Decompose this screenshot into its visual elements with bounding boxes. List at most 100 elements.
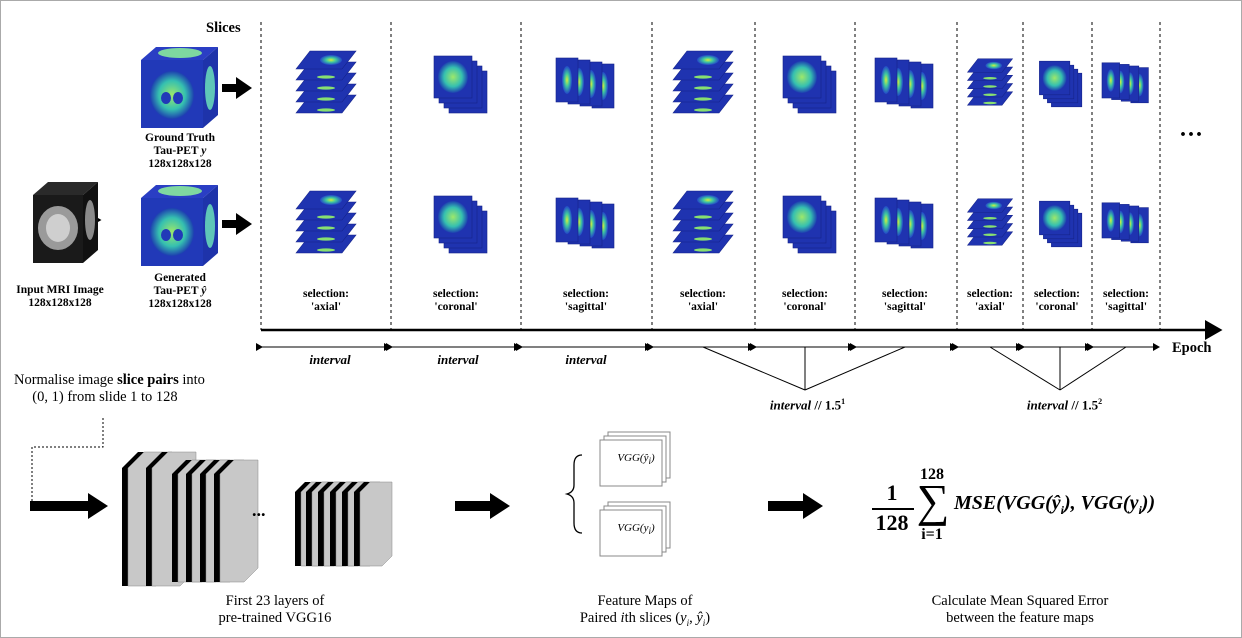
selection-mode: 'axial' xyxy=(974,301,1006,314)
vgg-caption-line1: First 23 layers of xyxy=(225,593,325,609)
loss-formula: 1 128 128 ∑ i=1 MSE(VGG(ŷi), VGG(yi)) xyxy=(870,466,1200,556)
input-label: Input MRI Image 128x128x128 xyxy=(0,284,120,310)
loss-sum-top: 128 xyxy=(920,466,944,483)
loss-body-3: )) xyxy=(1141,492,1156,514)
normalise-text: Normalise image slice pairs into (0, 1) … xyxy=(14,372,205,405)
sagittal-slice-stack xyxy=(555,197,615,249)
fm-top-sub: i xyxy=(648,456,652,467)
fm-cap-ital: i xyxy=(620,609,625,626)
vgg-layer xyxy=(354,481,393,567)
vgg-layers xyxy=(122,451,393,587)
fm-cap-pre: Paired xyxy=(579,609,621,626)
interval-div-1-suffix: // 1.5 xyxy=(814,397,842,413)
loss-num: 1 xyxy=(886,480,898,505)
ellipsis-layers: ... xyxy=(252,500,266,520)
feature-map-stacks xyxy=(564,431,671,557)
selection-mode: 'coronal' xyxy=(783,301,827,314)
selection-word: selection: xyxy=(1103,288,1149,300)
gen-cube xyxy=(141,185,218,266)
fm-bottom-sub: i xyxy=(648,526,652,537)
loss-sub-2: i xyxy=(1138,503,1142,517)
fm-cap-post: th slices ( xyxy=(624,609,681,626)
fm-caption-line2: Paired ith slices (yi, ŷi) xyxy=(579,609,711,628)
axial-slice-stack xyxy=(966,198,1014,246)
vgg-caption: First 23 layers of pre-trained VGG16 xyxy=(175,593,375,626)
selection-word: selection: xyxy=(680,288,726,300)
fm-bottom-label: VGG(yi) xyxy=(606,522,666,537)
interval-div-1: interval // 1.51 xyxy=(745,397,870,413)
interval-div-1-exp: 1 xyxy=(841,397,846,406)
converge-lines-1 xyxy=(702,346,1127,391)
selection-mode: 'coronal' xyxy=(1035,301,1079,314)
interval-div-2-exp: 2 xyxy=(1098,397,1103,406)
axial-slice-stack xyxy=(295,190,357,254)
axial-slice-stack xyxy=(672,190,734,254)
selection-word: selection: xyxy=(1034,288,1080,300)
selection-word: selection: xyxy=(563,288,609,300)
loss-body: MSE(VGG(ŷi), VGG(yi)) xyxy=(954,492,1155,518)
sagittal-slice-stack xyxy=(555,57,615,109)
gt-line2: Tau-PET y xyxy=(130,145,230,158)
normalise-connector xyxy=(31,418,104,505)
loss-sum-bottom: i=1 xyxy=(921,526,943,543)
sigma-icon: ∑ xyxy=(916,475,950,526)
selection-label-2: selection:'coronal' xyxy=(416,288,496,314)
selection-word: selection: xyxy=(882,288,928,300)
coronal-slice-stack xyxy=(782,195,837,254)
sagittal-slice-stack xyxy=(1101,62,1149,104)
loss-den: 128 xyxy=(875,510,909,535)
selection-word: selection: xyxy=(303,288,349,300)
interval-div-2: interval // 1.52 xyxy=(1002,397,1127,413)
selection-label-5: selection:'coronal' xyxy=(765,288,845,314)
loss-caption: Calculate Mean Squared Error between the… xyxy=(920,593,1120,626)
fm-bottom-text: VGG(y xyxy=(617,522,649,534)
gt-size: 128x128x128 xyxy=(148,158,212,171)
loss-caption-line1: Calculate Mean Squared Error xyxy=(931,593,1109,609)
gen-line2: Tau-PET ŷ xyxy=(130,285,230,298)
coronal-slice-stack xyxy=(433,55,488,114)
normalise-line2: (0, 1) from slide 1 to 128 xyxy=(32,388,178,405)
vgg-layer xyxy=(214,459,259,583)
coronal-slice-stack xyxy=(1039,200,1083,248)
interval-3: interval xyxy=(565,352,607,367)
normalise-bold: slice pairs xyxy=(117,372,179,388)
selection-mode: 'axial' xyxy=(687,301,719,314)
fm-top-text: VGG(ŷ xyxy=(617,452,649,464)
vgg-caption-line2: pre-trained VGG16 xyxy=(218,609,332,626)
gt-line1: Ground Truth xyxy=(145,132,215,144)
fm-bottom-close: ) xyxy=(651,522,655,534)
interval-div-2-word: interval xyxy=(1026,397,1069,413)
selection-label-6: selection:'sagittal' xyxy=(865,288,945,314)
loss-sub-1: i xyxy=(1060,503,1065,517)
mri-cube xyxy=(33,182,98,263)
fm-cap-close: ) xyxy=(705,609,711,626)
selection-label-7: selection:'axial' xyxy=(950,288,1030,314)
ellipsis-epochs: ... xyxy=(1180,116,1204,142)
coronal-slice-stack xyxy=(1039,60,1083,108)
fm-cap-yhat: ŷ xyxy=(696,609,703,626)
selection-label-4: selection:'axial' xyxy=(663,288,743,314)
sagittal-slice-stack xyxy=(1101,202,1149,244)
selection-label-1: selection:'axial' xyxy=(286,288,366,314)
gen-modality: Tau-PET xyxy=(153,285,199,298)
normalise-pre: Normalise image xyxy=(14,372,118,388)
loss-body-1: MSE(VGG(ŷ xyxy=(954,492,1061,514)
coronal-slice-stack xyxy=(782,55,837,114)
interval-div-1-word: interval xyxy=(769,397,812,413)
sagittal-slice-stack xyxy=(874,197,934,249)
fm-caption: Feature Maps of Paired ith slices (yi, ŷ… xyxy=(545,593,745,628)
gen-label: Generated Tau-PET ŷ 128x128x128 xyxy=(130,272,230,312)
loss-body-2: ), VGG(y xyxy=(1064,492,1139,514)
gen-line1: Generated xyxy=(154,272,206,284)
selection-label-8: selection:'coronal' xyxy=(1017,288,1097,314)
gen-var: ŷ xyxy=(201,285,207,298)
fm-top-close: ) xyxy=(651,452,655,464)
selection-word: selection: xyxy=(967,288,1013,300)
gt-modality: Tau-PET xyxy=(153,145,199,158)
gt-label: Ground Truth Tau-PET y 128x128x128 xyxy=(130,132,230,172)
normalise-line1: Normalise image slice pairs into xyxy=(14,372,205,389)
axial-slice-stack xyxy=(295,50,357,114)
selection-mode: 'sagittal' xyxy=(1104,301,1148,314)
axial-slice-stack xyxy=(966,58,1014,106)
